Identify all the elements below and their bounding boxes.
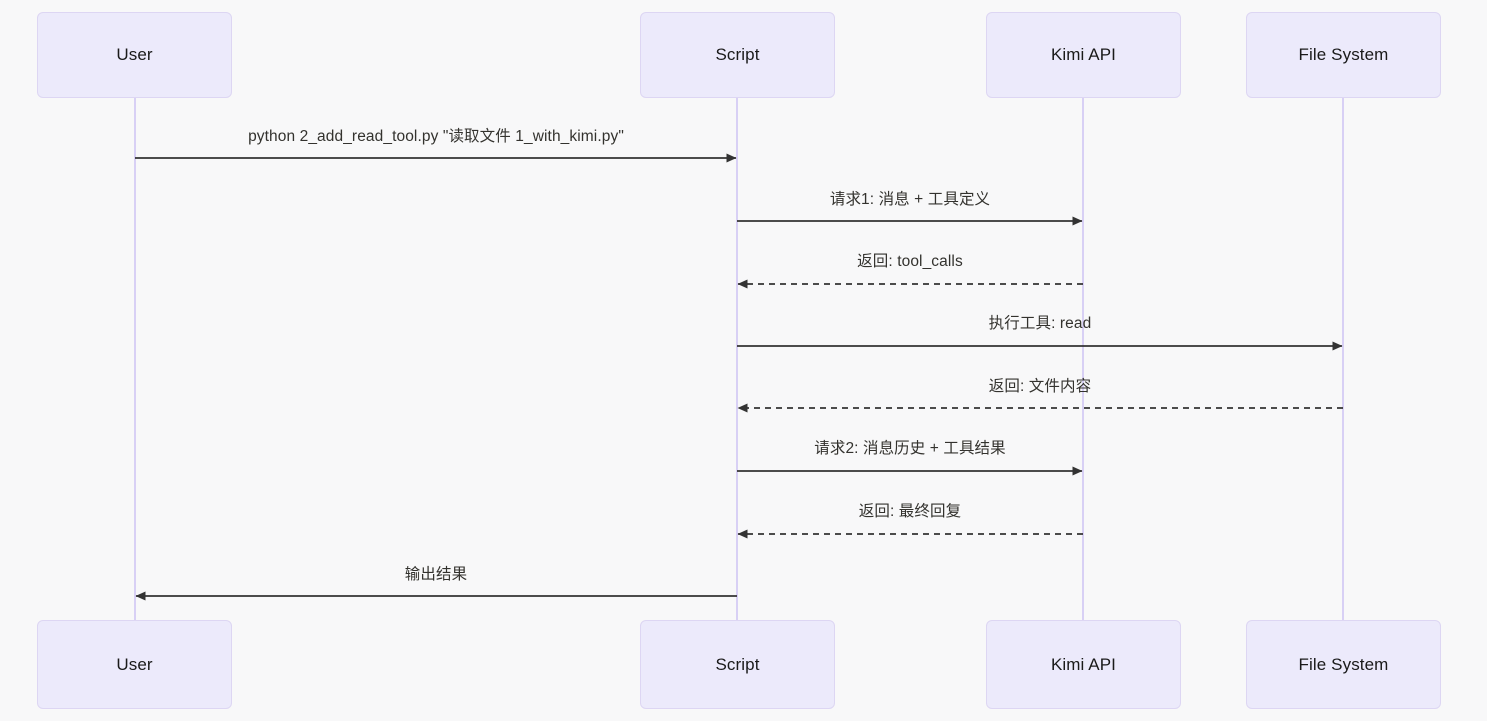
participant-label-user: User bbox=[116, 45, 153, 64]
message-label-4: 执行工具: read bbox=[988, 315, 1092, 332]
message-label-1: python 2_add_read_tool.py "读取文件 1_with_k… bbox=[248, 128, 624, 145]
message-arrows-group bbox=[135, 153, 1343, 601]
participant-label-script: Script bbox=[715, 654, 760, 674]
participant-header-script[interactable]: Script bbox=[640, 12, 835, 98]
message-label-5: 返回: 文件内容 bbox=[988, 378, 1092, 395]
participant-label-user: User bbox=[116, 654, 153, 674]
message-label-3: 返回: tool_calls bbox=[857, 253, 963, 270]
message-label-6: 请求2: 消息历史 + 工具结果 bbox=[814, 440, 1006, 457]
participant-label-fs: File System bbox=[1298, 654, 1389, 674]
participant-label-fs: File System bbox=[1298, 45, 1389, 64]
participant-footer-user[interactable]: User bbox=[37, 620, 232, 709]
message-label-7: 返回: 最终回复 bbox=[858, 503, 962, 520]
participant-label-script: Script bbox=[715, 45, 760, 64]
lifelines-group bbox=[134, 98, 1344, 620]
participant-footer-fs[interactable]: File System bbox=[1246, 620, 1441, 709]
message-label-2: 请求1: 消息 + 工具定义 bbox=[829, 191, 991, 208]
participant-header-user[interactable]: User bbox=[37, 12, 232, 98]
participant-header-fs[interactable]: File System bbox=[1246, 12, 1441, 98]
participant-footer-kimi[interactable]: Kimi API bbox=[986, 620, 1181, 709]
participant-header-kimi[interactable]: Kimi API bbox=[986, 12, 1181, 98]
participant-footer-script[interactable]: Script bbox=[640, 620, 835, 709]
participant-label-kimi: Kimi API bbox=[1050, 45, 1117, 64]
message-label-8: 输出结果 bbox=[404, 566, 468, 583]
participant-label-kimi: Kimi API bbox=[1050, 654, 1117, 674]
